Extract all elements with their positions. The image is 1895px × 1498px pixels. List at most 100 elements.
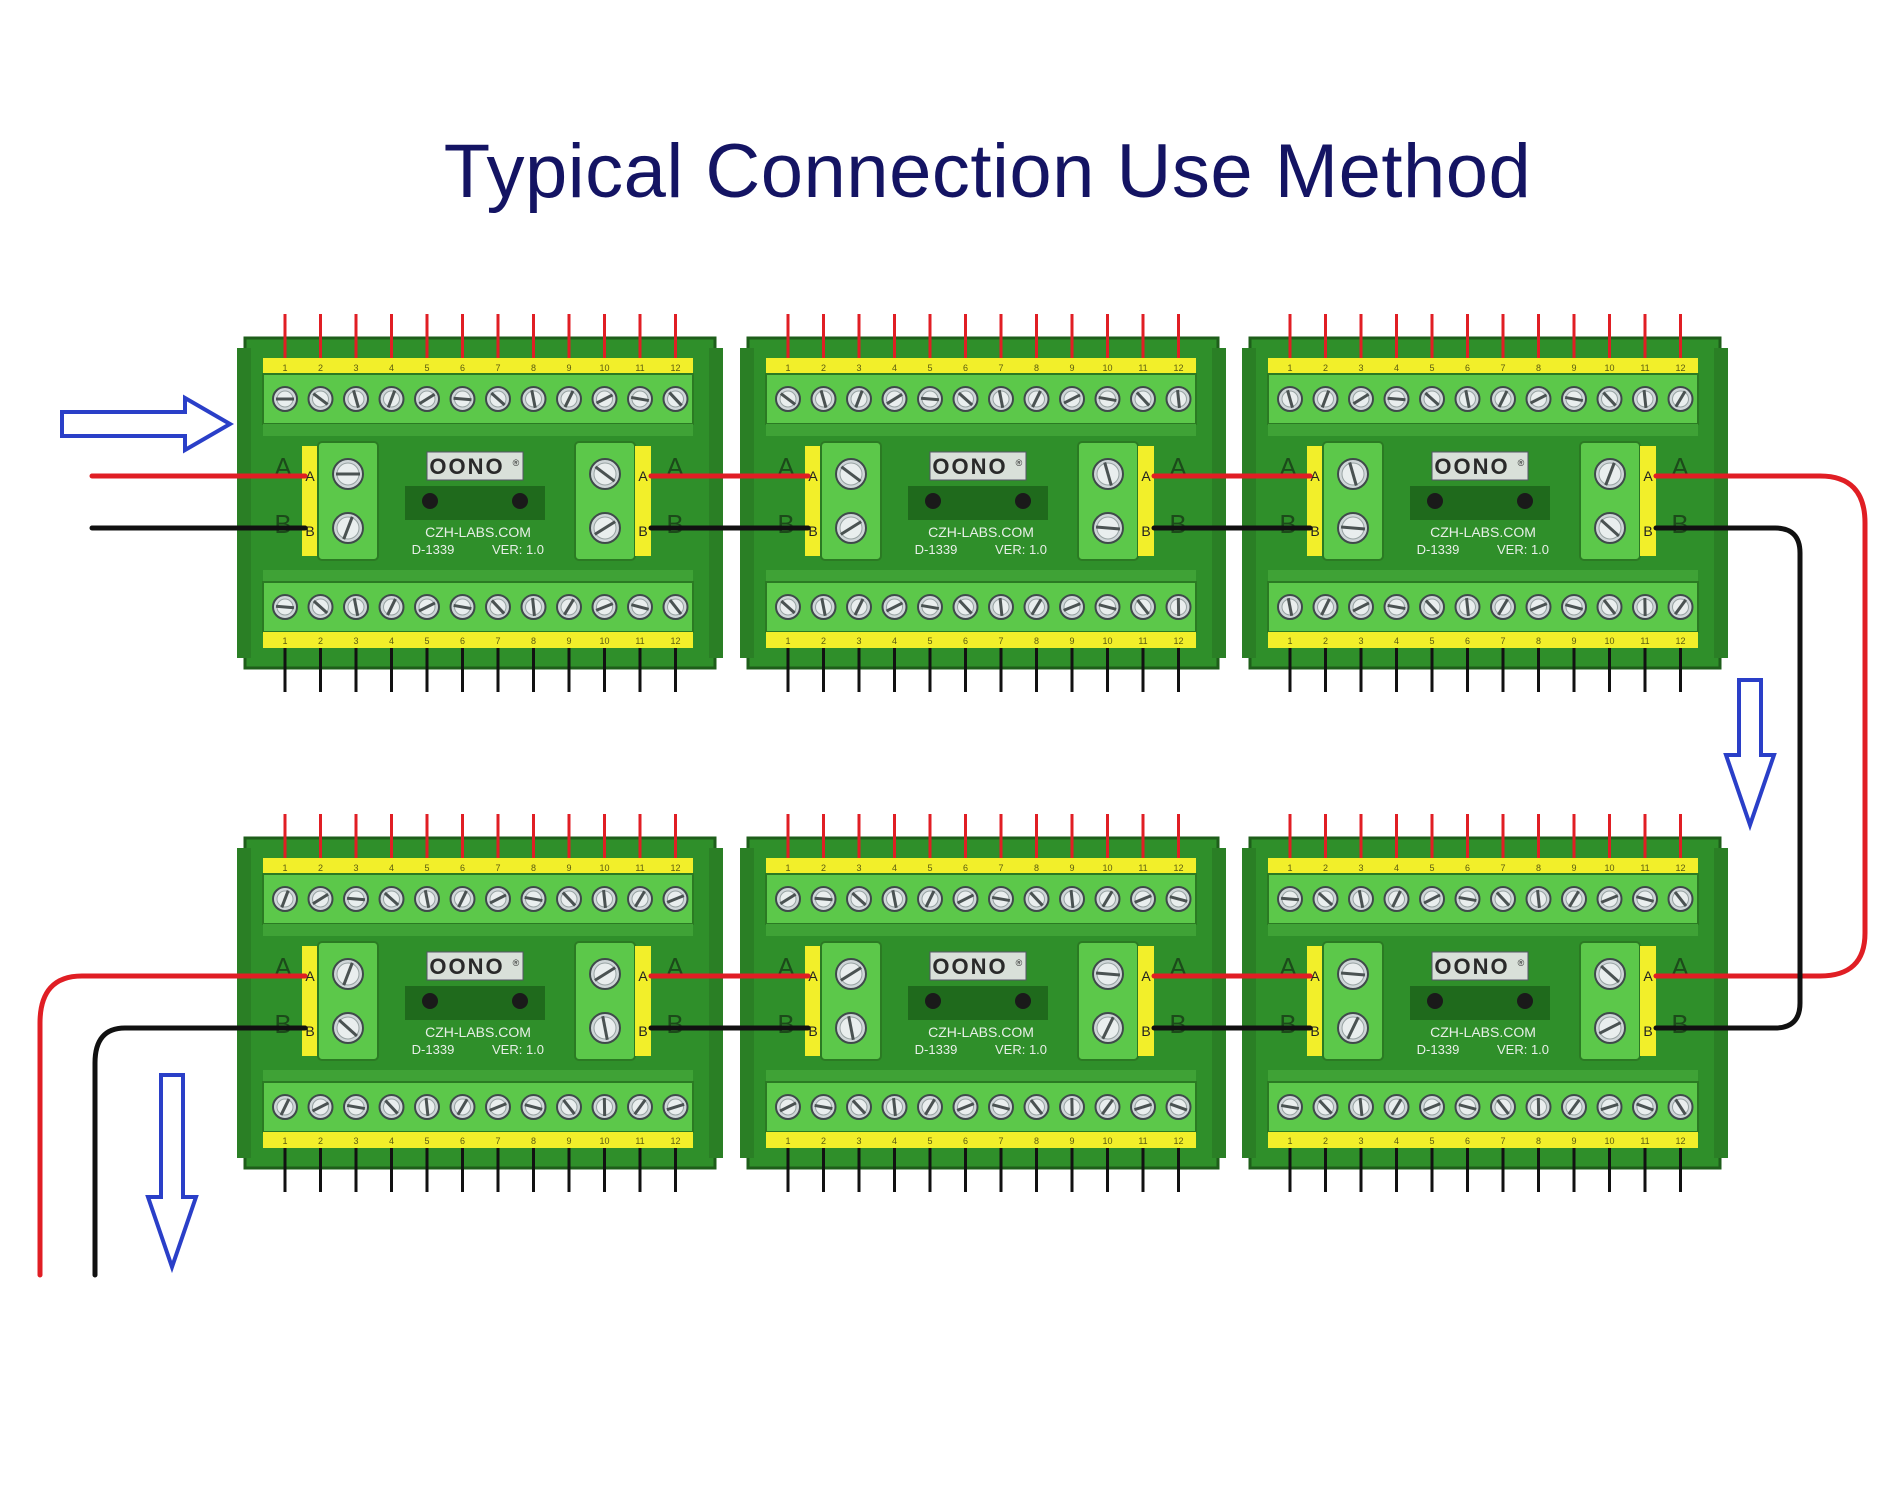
screw-slot (924, 1098, 936, 1116)
version-silk: VER: 1.0 (995, 1042, 1047, 1057)
screw-slot (1358, 1097, 1364, 1117)
screw-slot (312, 599, 329, 615)
mount-hole-icon (1015, 993, 1031, 1009)
pin-number-top: 2 (1323, 363, 1328, 373)
bottom-label-strip (1268, 632, 1698, 648)
screw-slot (1497, 598, 1509, 616)
screw-slot (1635, 895, 1655, 903)
screw-slot (1465, 597, 1470, 617)
screw-slot (779, 392, 797, 406)
silk-label-b-right: B (1169, 1009, 1186, 1039)
right-arrow-icon (60, 394, 234, 454)
bottom-terminal-block (262, 581, 694, 633)
pin-number-bottom: 6 (460, 636, 465, 646)
pin-number-top: 10 (1102, 363, 1112, 373)
screw-slot (352, 597, 360, 617)
top-label-strip (766, 358, 1196, 374)
pin-number-top: 2 (821, 363, 826, 373)
screw-slot (958, 599, 973, 615)
connector-a-left: A (1310, 968, 1320, 984)
bottom-terminal-shadow (263, 1070, 693, 1082)
pin-number-bottom: 5 (927, 636, 932, 646)
pin-number-bottom: 1 (282, 636, 287, 646)
screw-slot (1169, 895, 1188, 903)
pin-number-top: 12 (670, 363, 680, 373)
silk-label-b-left: B (1279, 1009, 1296, 1039)
brand-plate (929, 451, 1027, 481)
screw-slot (991, 1103, 1011, 1111)
pin-number-top: 1 (282, 363, 287, 373)
pin-number-top: 8 (1034, 363, 1039, 373)
pin-number-top: 7 (998, 363, 1003, 373)
screw-slot (840, 465, 862, 483)
brand-logo: OONO (1434, 454, 1509, 479)
screw-slot (1564, 395, 1584, 403)
pin-number-bottom: 4 (892, 636, 897, 646)
wire-b-return (1653, 525, 1803, 1031)
pin-number-top: 11 (1138, 363, 1147, 373)
flow-arrows-layer (60, 394, 1777, 1274)
pin-number-bottom: 2 (1323, 1136, 1328, 1146)
screw-slot (1391, 890, 1402, 908)
pin-number-bottom: 3 (1358, 636, 1363, 646)
pin-number-bottom: 4 (1394, 636, 1399, 646)
connector-a-left: A (305, 968, 315, 984)
pin-number-bottom: 8 (1034, 1136, 1039, 1146)
pin-number-bottom: 4 (1394, 1136, 1399, 1146)
pin-number-top: 11 (1640, 863, 1649, 873)
screw-slot (424, 1097, 430, 1117)
screw-slot (280, 890, 290, 908)
pin-number-top: 4 (892, 363, 897, 373)
pin-number-bottom: 3 (353, 636, 358, 646)
connector-label-left (805, 446, 821, 556)
connector-b-left: B (1310, 1023, 1319, 1039)
screw-slot (991, 895, 1011, 903)
pin-number-bottom: 11 (635, 1136, 644, 1146)
screw-slot (1063, 393, 1081, 405)
screw-slot (346, 896, 366, 902)
screw-slot (1029, 891, 1044, 907)
pin-number-top: 12 (1675, 363, 1685, 373)
pin-number-bottom: 7 (998, 1136, 1003, 1146)
screw-slot (279, 1098, 291, 1116)
connector-b-left: B (808, 523, 817, 539)
top-terminal-shadow (1268, 924, 1698, 936)
pin-number-top: 3 (353, 363, 358, 373)
pin-number-top: 3 (353, 863, 358, 873)
pin-number-top: 8 (531, 863, 536, 873)
connector-a-right: A (638, 468, 648, 484)
screw-slot (853, 598, 865, 616)
pin-number-top: 5 (424, 863, 429, 873)
connector-a-right: A (1643, 968, 1653, 984)
screw-slot (956, 893, 975, 905)
rail-clip-left (1242, 348, 1256, 658)
screw-slot (1103, 462, 1113, 486)
wire-a-output (37, 973, 308, 1278)
pin-number-bottom: 7 (495, 636, 500, 646)
connector-a-right: A (1643, 468, 1653, 484)
pin-number-bottom: 9 (566, 1136, 571, 1146)
bottom-label-strip (263, 632, 693, 648)
connector-label-right (1138, 946, 1154, 1056)
silk-label-b-left: B (274, 509, 291, 539)
top-terminal-block (262, 873, 694, 925)
pin-number-bottom: 8 (1536, 1136, 1541, 1146)
screw-slot (1636, 1102, 1654, 1112)
connector-label-right (1640, 946, 1656, 1056)
pin-number-top: 7 (495, 863, 500, 873)
connector-label-left (1307, 946, 1323, 1056)
pin-number-top: 11 (1138, 863, 1147, 873)
pin-number-top: 3 (1358, 363, 1363, 373)
bottom-terminal-block (1267, 581, 1699, 633)
pin-number-bottom: 5 (1429, 636, 1434, 646)
version-silk: VER: 1.0 (492, 542, 544, 557)
bottom-terminal-shadow (1268, 570, 1698, 582)
screw-slot (920, 396, 940, 402)
connector-b-left: B (808, 1023, 817, 1039)
top-terminal-shadow (263, 424, 693, 436)
pin-number-bottom: 1 (785, 636, 790, 646)
